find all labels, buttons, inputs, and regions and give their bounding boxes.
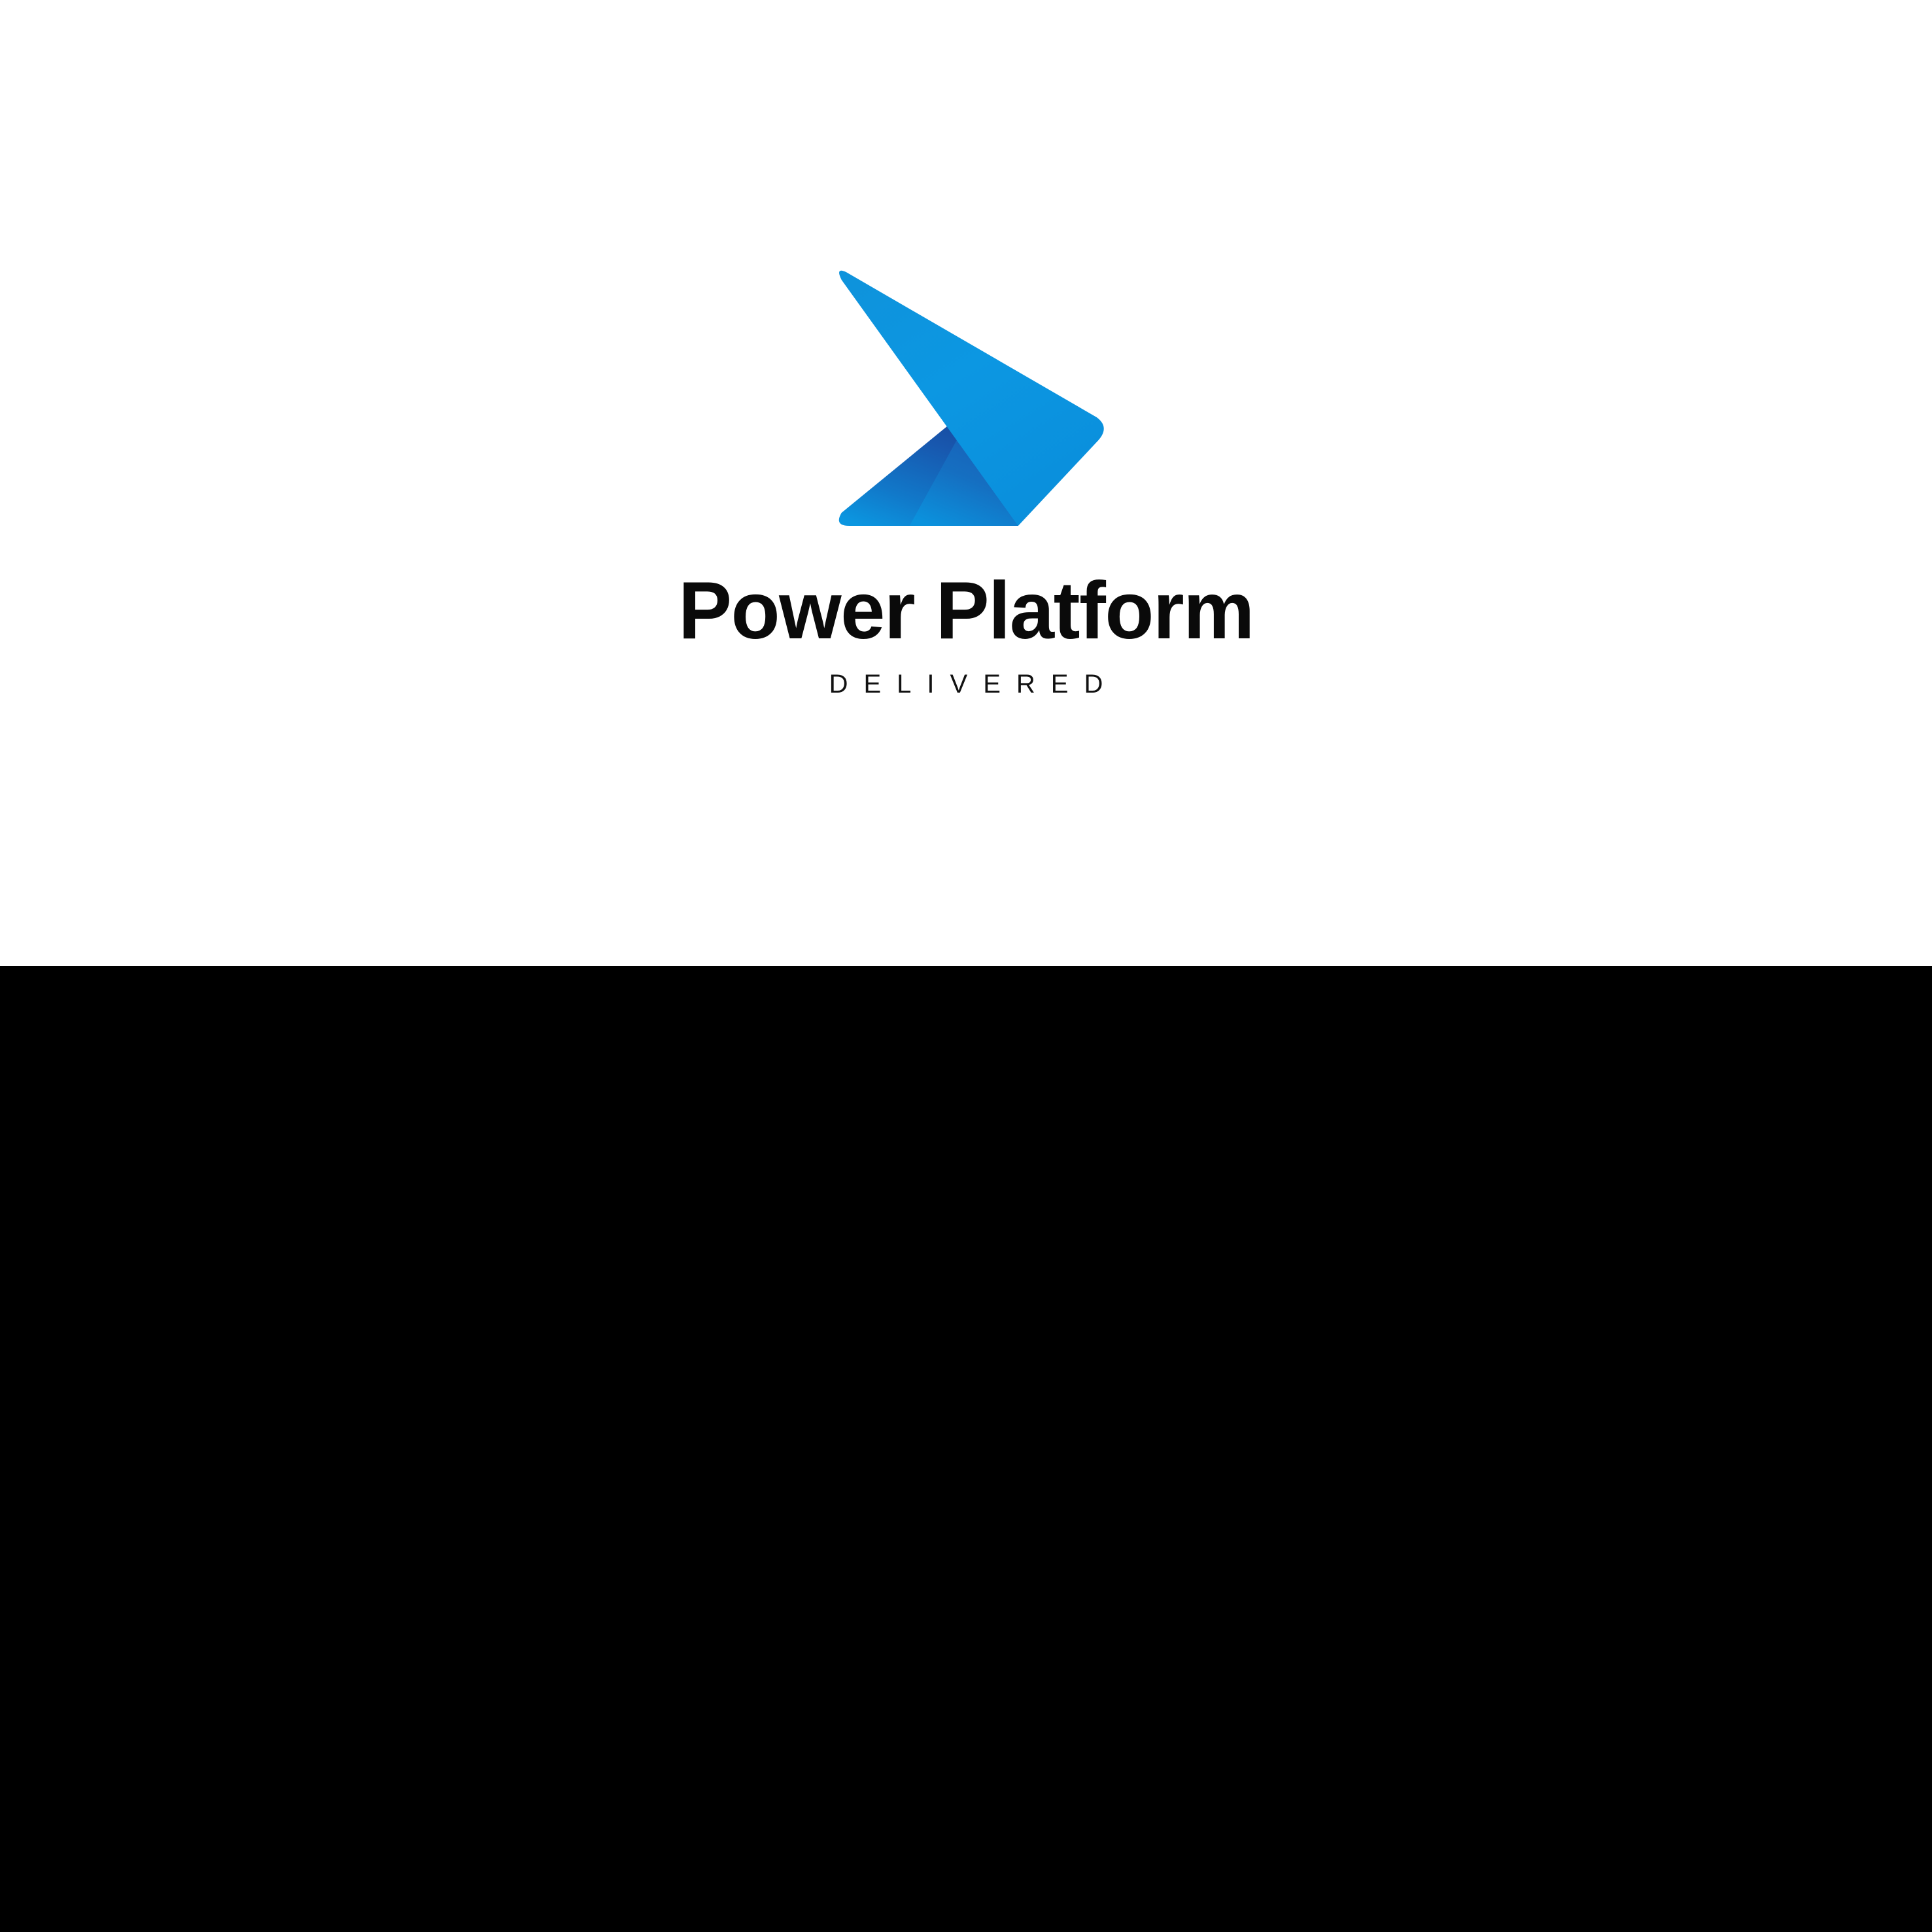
dark-variant-panel: Power Platform DELIVERED (0, 966, 1932, 1932)
brand-tagline: DELIVERED (829, 670, 1119, 699)
mark-arrow-shape (839, 270, 1104, 526)
brand-wordmark: Power Platform (678, 566, 1254, 656)
logo-lockup-light: Power Platform DELIVERED (676, 262, 1257, 697)
paper-plane-arrow-mark-icon (838, 270, 1104, 526)
mark-overlap-shape (909, 401, 1018, 526)
light-variant-panel: Power Platform DELIVERED (676, 262, 1257, 697)
